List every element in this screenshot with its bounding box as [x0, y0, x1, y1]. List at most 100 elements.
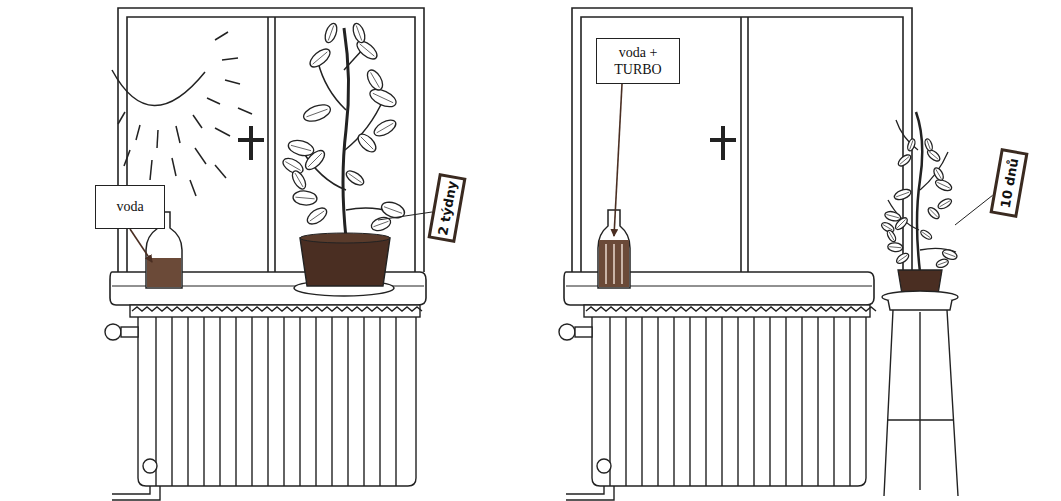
leaf-vein	[886, 215, 898, 218]
window-mullion	[267, 17, 269, 272]
plant-leaf	[887, 242, 903, 252]
leaf-vein	[360, 44, 375, 56]
plant-leaf	[926, 206, 941, 221]
leaf-vein	[295, 197, 314, 199]
plant-leaf	[307, 46, 333, 71]
plant-leaf	[936, 197, 953, 211]
leader-arrow	[130, 229, 152, 262]
radiator-fin	[721, 317, 722, 486]
leaf-vein	[900, 157, 909, 165]
leaf-vein	[930, 209, 938, 217]
plant-leaf	[935, 258, 949, 269]
plant-leaf	[323, 22, 339, 44]
bottle-water	[599, 240, 629, 287]
plant-stem	[343, 28, 349, 238]
radiator-fin	[737, 317, 738, 486]
leaf-vein	[883, 225, 892, 230]
time-tag: 2 týdny	[427, 173, 466, 243]
plant-leaf	[344, 168, 366, 188]
leaf-vein	[889, 247, 901, 248]
water-stripe	[605, 244, 607, 284]
plant-leaf	[934, 178, 953, 193]
leaf-vein	[940, 201, 950, 207]
radiator-grill	[586, 307, 876, 311]
plant-leaves	[880, 138, 958, 269]
radiator-fin	[267, 317, 268, 486]
plant-leaf	[301, 102, 332, 125]
leaf-vein	[377, 123, 394, 133]
window-handle	[238, 138, 264, 142]
leaf-vein	[896, 192, 909, 197]
sun-ray	[150, 160, 152, 180]
sun-ray	[215, 32, 228, 40]
sun-arc	[112, 70, 205, 106]
plant-leaf	[367, 86, 398, 111]
window-handle	[721, 126, 725, 160]
time-tag: 10 dnů	[989, 148, 1028, 218]
radiator-fin	[187, 317, 188, 486]
plant-leaf	[355, 131, 379, 155]
radiator-pipe	[112, 486, 160, 500]
radiator-valve	[105, 324, 121, 340]
plant-leaf	[351, 22, 367, 44]
radiator-fin	[315, 317, 316, 486]
plant-branch	[888, 120, 956, 252]
label-box: voda	[95, 185, 165, 229]
plant-leaf	[290, 169, 309, 191]
radiator-fin	[641, 317, 642, 486]
sun-ray	[190, 180, 196, 196]
window-mullion	[740, 17, 742, 272]
text-label: voda + TURBO	[601, 44, 675, 79]
window-frame-inner	[581, 17, 903, 272]
radiator-fin	[331, 317, 332, 486]
leaf-vein	[306, 109, 327, 117]
leaf-vein	[371, 72, 380, 87]
plant-leaf	[305, 205, 330, 227]
leaf-vein	[889, 232, 894, 241]
sun-ray	[118, 112, 125, 124]
radiator-plug	[143, 459, 157, 473]
leaf-vein	[384, 207, 402, 214]
sun-ray	[207, 98, 220, 104]
right-radiator	[559, 305, 876, 500]
plant-leaf	[924, 138, 934, 152]
sun-ray	[157, 130, 158, 148]
stand-leg	[884, 310, 958, 496]
sun-ray	[176, 126, 180, 143]
stand-rim	[888, 300, 952, 310]
left-plant	[280, 22, 406, 296]
radiator-fin	[363, 317, 364, 486]
sun	[112, 32, 252, 196]
text-label: voda	[116, 198, 143, 216]
sun-ray	[222, 58, 238, 60]
plant-leaf	[893, 187, 912, 201]
pot-rim	[300, 233, 390, 243]
radiator-grill	[132, 307, 422, 311]
plant-leaf	[894, 216, 910, 232]
radiator-fin	[251, 317, 252, 486]
leaf-vein	[922, 232, 930, 238]
sun-ray	[124, 150, 130, 166]
leaf-vein	[313, 52, 328, 64]
radiator-fin	[219, 317, 220, 486]
leaf-vein	[285, 162, 300, 171]
radiator-fin	[625, 317, 626, 486]
time-label: 2 týdny	[435, 179, 459, 236]
sun-ray	[193, 115, 202, 128]
leaf-vein	[356, 25, 361, 40]
radiator-fin	[769, 317, 770, 486]
plant-leaf	[370, 215, 393, 233]
window-mullion	[747, 17, 749, 272]
sun-ray	[238, 108, 252, 114]
leaf-vein	[361, 137, 373, 149]
water-stripe	[613, 244, 615, 284]
plant-leaf	[372, 117, 399, 139]
sun-ray	[172, 158, 176, 176]
radiator-fin	[171, 317, 172, 486]
radiator-fin	[785, 317, 786, 486]
plant-leaf	[932, 166, 945, 182]
leaf-vein	[373, 93, 393, 102]
leaf-vein	[910, 140, 913, 149]
radiator-fin	[689, 317, 690, 486]
plant-stem	[916, 112, 922, 272]
